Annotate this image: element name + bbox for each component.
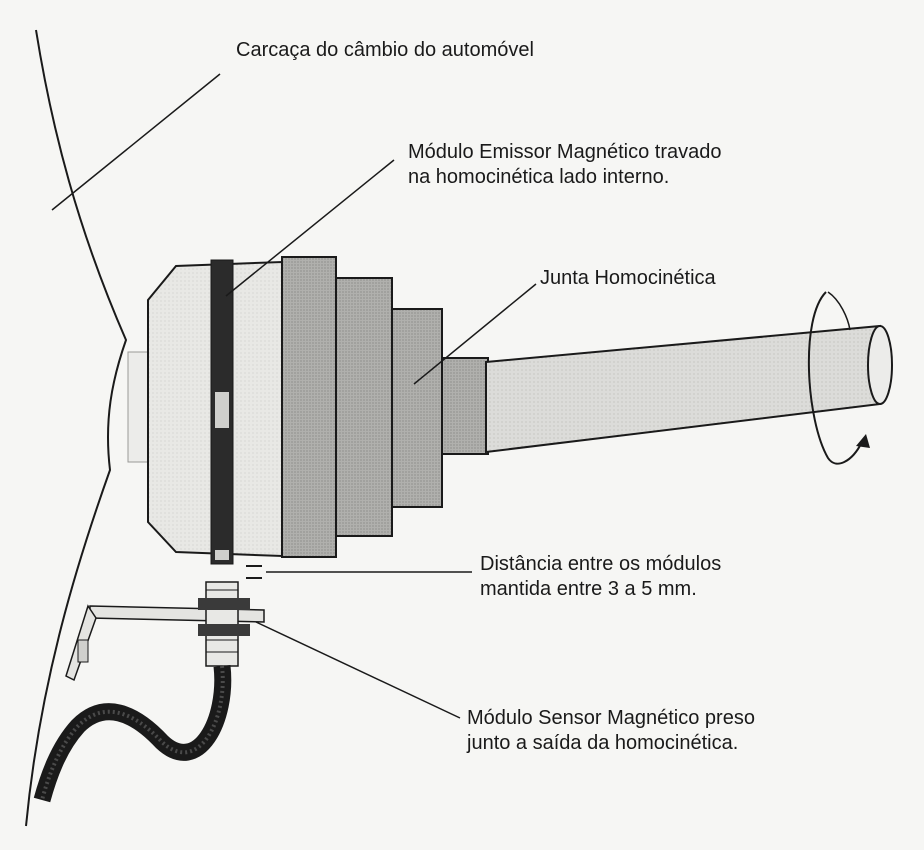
- transmission-housing-label: Carcaça do câmbio do automóvel: [236, 38, 534, 63]
- leader-lines: [51, 73, 537, 719]
- magnetic-emitter-module: [210, 259, 234, 565]
- emitter-module-label: Módulo Emissor Magnético travado na homo…: [408, 140, 721, 190]
- cv-joint-body: [147, 256, 489, 558]
- rotation-arrow-icon: [807, 291, 870, 465]
- drive-shaft: [485, 324, 893, 454]
- module-distance-label-line1: Distância entre os módulos: [480, 553, 722, 575]
- module-distance-label: Distância entre os módulos mantida entre…: [480, 552, 721, 602]
- sensor-module-label: Módulo Sensor Magnético preso junto a sa…: [467, 706, 755, 756]
- emitter-module-label-line2: na homocinética lado interno.: [408, 166, 670, 188]
- sensor-module-label-line2: junto a saída da homocinética.: [467, 732, 739, 754]
- sensor-module-label-line1: Módulo Sensor Magnético preso: [467, 707, 755, 729]
- transmission-housing-label-text: Carcaça do câmbio do automóvel: [236, 39, 534, 61]
- gap-marks: [246, 565, 262, 579]
- sensor-cable: [33, 665, 232, 803]
- cv-joint-label-text: Junta Homocinética: [540, 267, 716, 289]
- module-distance-label-line2: mantida entre 3 a 5 mm.: [480, 578, 697, 600]
- magnetic-sensor-module: [198, 581, 250, 667]
- emitter-module-label-line1: Módulo Emissor Magnético travado: [408, 141, 722, 163]
- cv-joint-label: Junta Homocinética: [540, 266, 716, 291]
- transmission-housing: [25, 29, 149, 827]
